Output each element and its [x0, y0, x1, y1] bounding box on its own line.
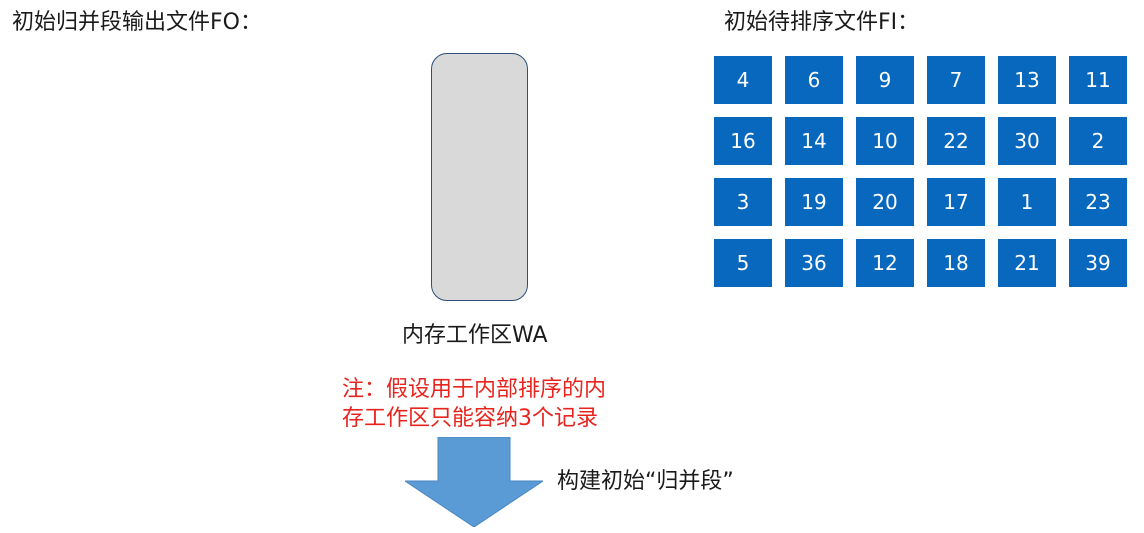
note-line: 存工作区只能容纳3个记录 — [342, 406, 598, 431]
memory-note: 注：假设用于内部排序的内 存工作区只能容纳3个记录 — [342, 375, 652, 433]
record-cell: 3 — [714, 178, 772, 226]
record-cell: 17 — [927, 178, 985, 226]
record-cell: 16 — [714, 117, 772, 165]
record-cell: 5 — [714, 239, 772, 287]
record-cell: 12 — [856, 239, 914, 287]
record-cell: 6 — [785, 56, 843, 104]
record-cell: 4 — [714, 56, 772, 104]
record-cell: 22 — [927, 117, 985, 165]
note-line: 注：假设用于内部排序的内 — [342, 377, 607, 402]
record-cell: 14 — [785, 117, 843, 165]
output-file-title: 初始归并段输出文件FO： — [12, 10, 262, 35]
build-runs-label: 构建初始“归并段” — [557, 469, 734, 494]
record-cell: 21 — [998, 239, 1056, 287]
work-area-label: 内存工作区WA — [402, 323, 548, 348]
record-cell: 2 — [1069, 117, 1127, 165]
work-area-box — [431, 53, 528, 301]
record-cell: 18 — [927, 239, 985, 287]
record-cell: 1 — [998, 178, 1056, 226]
down-arrow-icon — [405, 437, 543, 527]
input-file-title: 初始待排序文件FI： — [724, 10, 920, 35]
record-cell: 36 — [785, 239, 843, 287]
record-cell: 30 — [998, 117, 1056, 165]
record-cell: 9 — [856, 56, 914, 104]
record-cell: 7 — [927, 56, 985, 104]
record-cell: 20 — [856, 178, 914, 226]
down-arrow-shape — [405, 437, 543, 527]
record-cell: 13 — [998, 56, 1056, 104]
record-cell: 19 — [785, 178, 843, 226]
record-cell: 10 — [856, 117, 914, 165]
record-cell: 23 — [1069, 178, 1127, 226]
record-cell: 39 — [1069, 239, 1127, 287]
record-cell: 11 — [1069, 56, 1127, 104]
